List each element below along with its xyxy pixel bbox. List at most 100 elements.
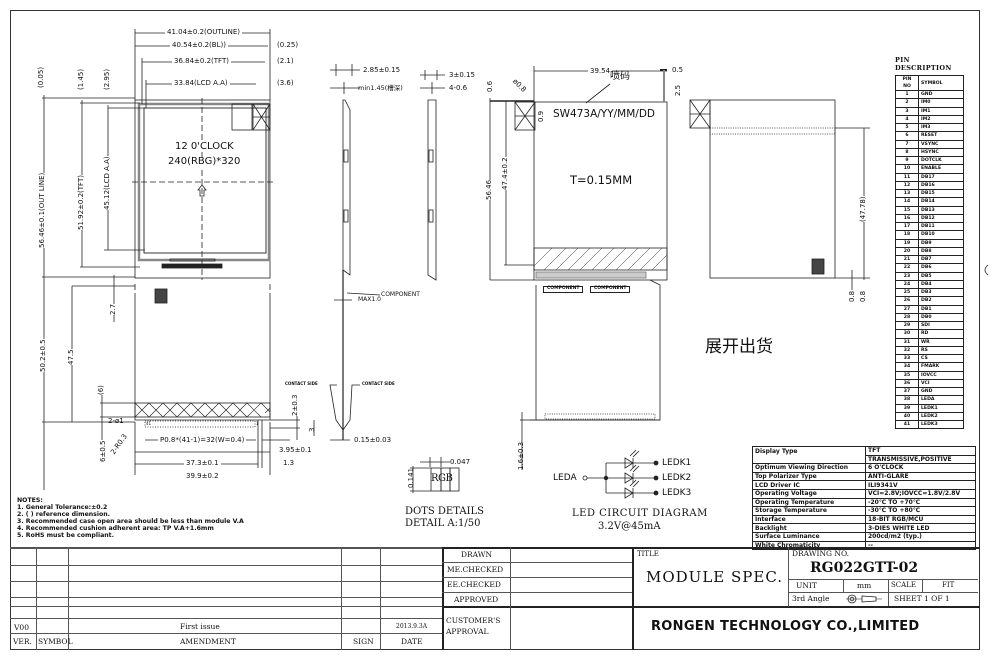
pin-symbol: LEDK2 xyxy=(918,411,964,422)
ee-checked-label: EE.CHECKED xyxy=(447,580,501,589)
dim-thickness: 0.15±0.03 xyxy=(354,436,392,444)
dim-3-95: 3.95±0.1 xyxy=(279,446,312,454)
dim-0-9: 0.9 xyxy=(537,110,545,122)
pin-symbol: DB1 xyxy=(918,304,964,314)
spec-row: Storage Temperature-30℃ TO +80℃ xyxy=(752,506,976,516)
pin-no: 16 xyxy=(895,213,919,224)
spec-value: 200cd/m2 (typ.) xyxy=(865,531,976,542)
thickness-text: T=0.15MM xyxy=(570,173,633,187)
pin-no: 31 xyxy=(895,337,919,347)
pin-symbol: DB7 xyxy=(918,254,964,265)
spec-key: Interface xyxy=(752,514,866,525)
spec-value: -20℃ TO +70℃ xyxy=(865,497,976,508)
pin-symbol: DB16 xyxy=(918,180,964,191)
dim-39-9: 39.9±0.2 xyxy=(184,472,221,480)
rgb-label: RGB xyxy=(431,473,453,484)
pin-symbol: DB15 xyxy=(918,188,964,199)
pin-symbol: IM3 xyxy=(918,122,964,133)
pin-no: 14 xyxy=(895,197,919,207)
pin-symbol: IM2 xyxy=(918,114,964,125)
pin-1-label: 1 xyxy=(256,421,259,426)
pin-no: 20 xyxy=(895,246,919,257)
pin-symbol: DB4 xyxy=(918,279,964,290)
rev-date: 2013.9.3A xyxy=(396,623,428,630)
spray-code-label: 喷码 xyxy=(610,71,630,82)
pin-symbol: IM0 xyxy=(918,98,964,108)
dim-side-min: min1.45(槽深) xyxy=(358,84,403,92)
max-label: MAX1.0 xyxy=(358,296,381,303)
pin-no-header: PIN NO xyxy=(895,75,919,91)
contact-side-left: CONTACT SIDE xyxy=(285,381,318,386)
pin-symbol: IOVCC xyxy=(918,370,964,380)
dots-details-title: DOTS DETAILS xyxy=(405,506,485,517)
component-label-1: COMPONENT xyxy=(543,286,584,293)
front-outline xyxy=(134,99,271,279)
dim-fpc-6-0-5: 6±0.5 xyxy=(99,440,107,462)
pin-symbol: DB3 xyxy=(918,287,964,298)
customer-approval-1: CUSTOMER'S xyxy=(446,616,501,625)
dots-detail-scale: DETAIL A:1/50 xyxy=(405,518,481,529)
pin-no: 35 xyxy=(895,370,919,380)
dim-0-8-b: 0.8 xyxy=(859,290,867,302)
dim-fpc-2-7: 2.7 xyxy=(109,303,117,315)
pin-symbol: LEDK1 xyxy=(918,403,964,413)
spec-row: Operating Temperature-20℃ TO +70℃ xyxy=(752,497,976,508)
pin-no: 5 xyxy=(895,122,919,133)
pin-symbol: GND xyxy=(918,386,964,397)
dim-0-6: 0.6 xyxy=(486,80,494,92)
pin-no: 8 xyxy=(895,147,919,158)
header-ver: VER. xyxy=(13,637,32,646)
pin-symbol: DB2 xyxy=(918,296,964,306)
dim-side-3: 3±0.15 xyxy=(449,71,475,79)
pin-no: 37 xyxy=(895,386,919,397)
pin-no: 28 xyxy=(895,312,919,323)
pin-no: 25 xyxy=(895,287,919,298)
pin-symbol: FMARK xyxy=(918,362,964,372)
dim-tft-width: 36.84±0.2(TFT) xyxy=(172,57,231,65)
dim-right-0: (0.25) xyxy=(277,41,299,49)
dim-fpc-47-5: 47.5 xyxy=(67,349,75,365)
ledk1-label: LEDK1 xyxy=(662,458,692,468)
spec-key: Backlight xyxy=(752,523,866,533)
module-spec-title: MODULE SPEC. xyxy=(646,568,784,586)
pin-symbol: DB5 xyxy=(918,271,964,281)
pin-no: 19 xyxy=(895,238,919,248)
contact-side-right: CONTACT SIDE xyxy=(362,381,395,386)
notes: NOTES: 1. General Tolerance:±0.2 2. ( ) … xyxy=(17,497,244,539)
pin-no: 1 xyxy=(895,89,919,100)
pin-no: 3 xyxy=(895,106,919,116)
pin-no: 23 xyxy=(895,271,919,281)
pin-no: 24 xyxy=(895,279,919,290)
pin-symbol: DB17 xyxy=(918,172,964,182)
spec-value: -30℃ TO +80℃ xyxy=(865,506,976,516)
dim-47-4: 47.4±0.2 xyxy=(501,157,509,190)
header-symbol: SYMBOL xyxy=(38,637,73,646)
pin-no: 40 xyxy=(895,411,919,422)
component-label: COMPONENT xyxy=(381,291,420,298)
dim-left-1: (1.45) xyxy=(77,68,85,90)
dim-left-0: (0.05) xyxy=(37,66,45,88)
